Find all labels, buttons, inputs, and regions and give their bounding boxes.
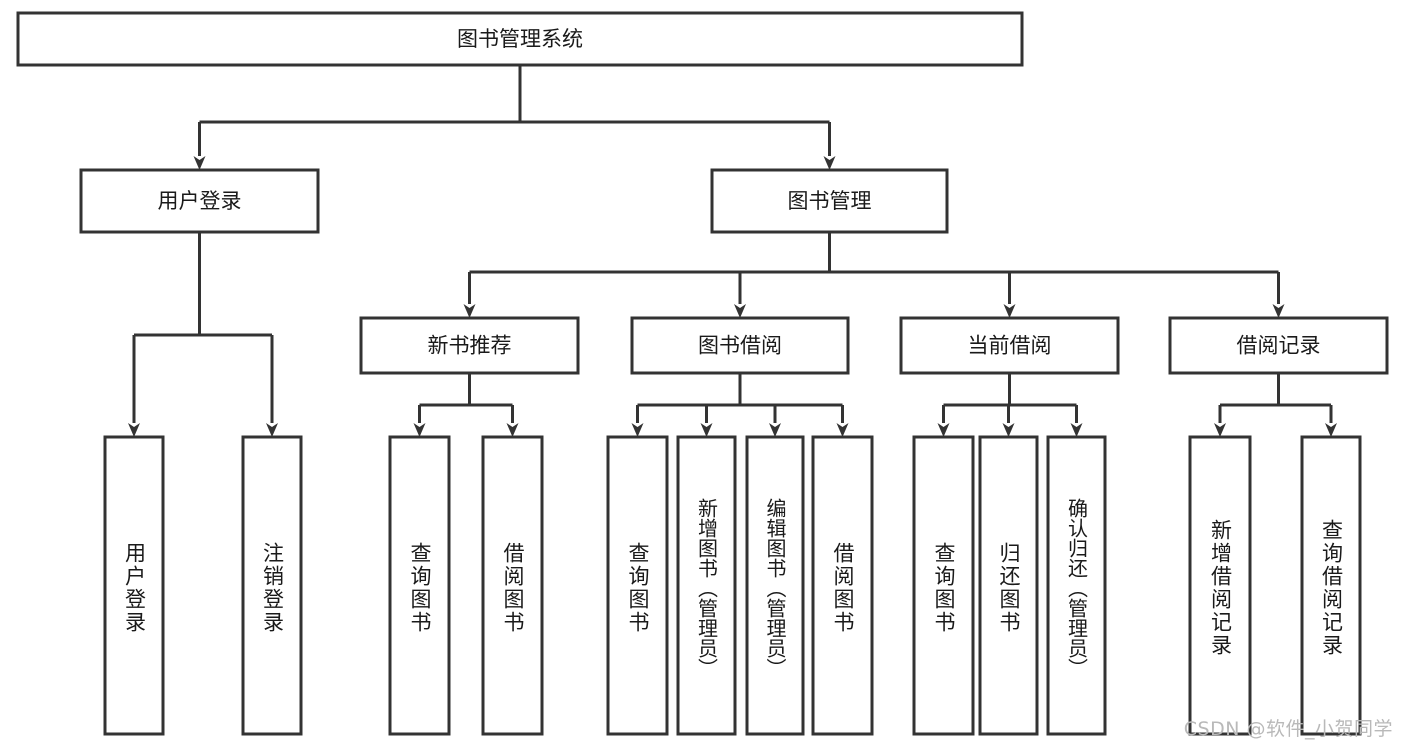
node-boxes <box>16 11 1389 736</box>
leaf-node-box-5[interactable] <box>606 435 669 736</box>
root-node-label: 图书管理系统 <box>457 27 583 51</box>
level3-node-box-2[interactable] <box>630 316 850 375</box>
arrow-head-icon <box>128 423 140 437</box>
connector-lines <box>128 65 1337 437</box>
arrow-head-icon <box>463 304 476 318</box>
leaf-node-box-2[interactable] <box>241 435 303 736</box>
arrow-head-icon <box>823 156 836 170</box>
arrow-head-icon <box>836 423 849 437</box>
arrow-head-icon <box>413 423 426 437</box>
arrow-head-icon <box>700 423 713 437</box>
leaf-node-box-7[interactable] <box>745 435 805 736</box>
arrow-head-icon <box>266 423 278 437</box>
leaf-node-box-6[interactable] <box>676 435 737 736</box>
arrow-head-icon <box>1325 423 1337 437</box>
leaf-node-box-12[interactable] <box>1188 435 1252 736</box>
arrow-head-icon <box>937 423 950 437</box>
watermark-text: CSDN @软件_小贺同学 <box>1183 718 1393 740</box>
level2-node-box-1[interactable] <box>79 168 320 234</box>
arrow-head-icon <box>734 304 746 318</box>
leaf-node-box-10[interactable] <box>978 435 1039 736</box>
leaf-node-box-3[interactable] <box>388 435 451 736</box>
level3-node-label-3: 当前借阅 <box>968 334 1052 358</box>
arrow-head-icon <box>631 423 644 437</box>
arrow-head-icon <box>1070 423 1083 437</box>
leaf-node-box-8[interactable] <box>811 435 874 736</box>
level2-node-label-1: 用户登录 <box>158 189 242 213</box>
leaf-node-box-11[interactable] <box>1046 435 1107 736</box>
arrow-head-icon <box>1214 423 1226 437</box>
level3-node-label-4: 借阅记录 <box>1237 334 1321 358</box>
level3-node-box-1[interactable] <box>359 316 580 375</box>
level3-node-box-3[interactable] <box>899 316 1120 375</box>
level2-node-box-2[interactable] <box>710 168 949 234</box>
level3-node-label-1: 新书推荐 <box>428 334 512 358</box>
arrow-head-icon <box>506 423 519 437</box>
arrow-head-icon <box>193 156 206 170</box>
root-node-box[interactable] <box>16 11 1024 67</box>
leaf-node-box-13[interactable] <box>1300 435 1362 736</box>
leaf-node-box-1[interactable] <box>103 435 165 736</box>
level2-node-label-2: 图书管理 <box>788 189 872 213</box>
arrow-head-icon <box>769 423 781 437</box>
leaf-node-box-4[interactable] <box>481 435 544 736</box>
arrow-head-icon <box>1272 304 1285 318</box>
level3-node-box-4[interactable] <box>1168 316 1389 375</box>
arrow-head-icon <box>1002 423 1015 437</box>
leaf-node-box-9[interactable] <box>912 435 975 736</box>
level3-node-label-2: 图书借阅 <box>698 334 782 358</box>
arrow-head-icon <box>1003 304 1016 318</box>
